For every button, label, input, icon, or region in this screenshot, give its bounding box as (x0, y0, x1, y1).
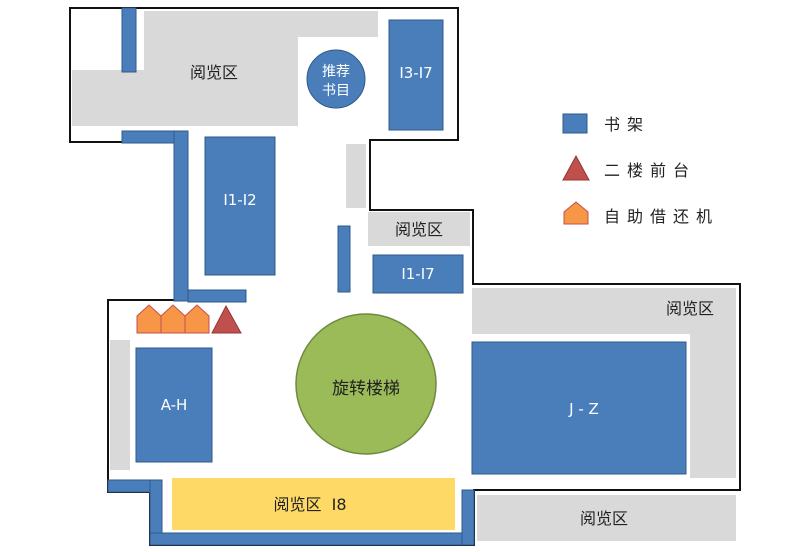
shelf-slim-center (337, 225, 351, 293)
wall-shelf-bottom (149, 532, 475, 546)
reading-label-bottom-right: 阅览区 (580, 509, 628, 528)
reading-area-top-left (72, 11, 378, 126)
legend-front-desk-icon (562, 154, 590, 181)
front-desk-icon (211, 304, 242, 334)
wall-shelf-bottom-right (461, 489, 475, 546)
wall-shelf-desk-bar (187, 289, 247, 303)
reading-label-i8: 阅览区 I8 (273, 495, 346, 514)
staircase-label: 旋转楼梯 (332, 379, 400, 399)
self-service-machines (136, 304, 210, 334)
shelf-i3-i7: I3-I7 (388, 19, 444, 131)
legend-shelf-icon (562, 113, 588, 134)
shelf-j-z: J - Z (471, 341, 687, 475)
shelf-i1-i7: I1-I7 (372, 254, 464, 294)
legend-self-service-icon (563, 201, 589, 225)
shelf-i1-i2: I1-I2 (204, 136, 276, 276)
spiral-staircase: 旋转楼梯 (295, 313, 437, 455)
shelf-a-h: A-H (135, 347, 213, 463)
shelf-label-i1-i7: I1-I7 (401, 265, 434, 283)
legend-shelf-label: 书架 (604, 115, 650, 134)
wall-shelves (107, 7, 475, 546)
legend-self-service-label: 自助借还机 (604, 207, 719, 226)
wall-shelf-vertical (173, 130, 189, 302)
legend: 书架 二楼前台 自助借还机 (562, 113, 719, 226)
reading-area-right (472, 288, 736, 478)
shelf-label-a-h: A-H (161, 396, 188, 414)
recommend-line2: 书目 (322, 83, 350, 99)
recommend-line1: 推荐 (322, 64, 350, 80)
reading-area-left-strip (110, 340, 130, 470)
reading-column-small (346, 144, 366, 208)
self-service-machine-icon (160, 304, 186, 334)
shelf-label-i3-i7: I3-I7 (399, 64, 432, 82)
shelf-label-i1-i2: I1-I2 (223, 191, 256, 209)
shelf-label-j-z: J - Z (568, 400, 599, 418)
self-service-machine-icon (136, 304, 162, 334)
reading-area-bottom-right (477, 495, 736, 541)
legend-front-desk-label: 二楼前台 (604, 161, 696, 180)
recommend-books: 推荐 书目 (306, 49, 366, 109)
reading-area-middle (368, 212, 470, 246)
reading-area-i8 (172, 478, 455, 530)
reading-label-top-left: 阅览区 (190, 63, 238, 82)
self-service-machine-icon (184, 304, 210, 334)
reading-label-right: 阅览区 (666, 299, 714, 318)
reading-label-middle: 阅览区 (395, 220, 443, 239)
wall-shelf-top-left (121, 7, 137, 73)
